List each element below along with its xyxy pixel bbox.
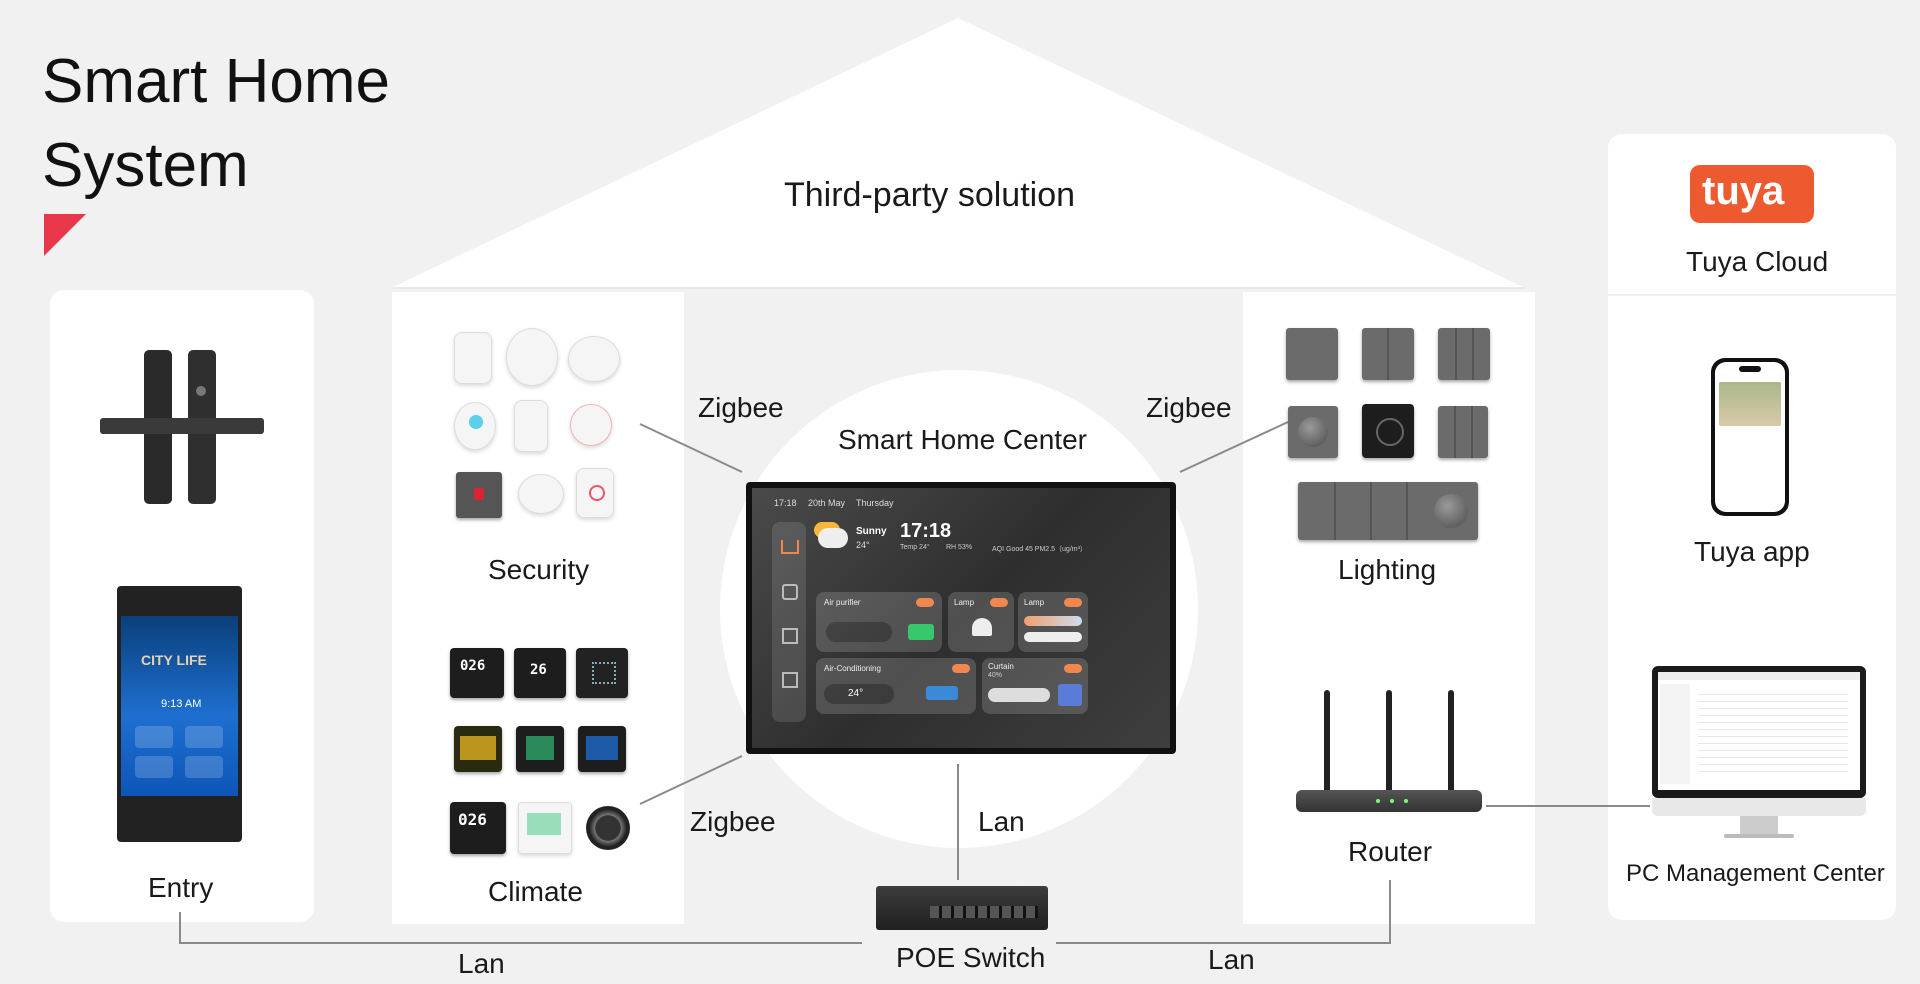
lan-entry-label: Lan [458, 948, 505, 979]
ac-temp: 24° [848, 688, 864, 699]
tuya-app-label: Tuya app [1694, 536, 1810, 567]
zigbee-lighting-label: Zigbee [1146, 392, 1232, 423]
temp-slider[interactable] [1024, 632, 1082, 642]
center-label: Smart Home Center [838, 424, 1087, 455]
toggle[interactable] [990, 598, 1008, 607]
entry-time: 9:13 AM [161, 698, 202, 710]
monitor-icon [1652, 666, 1866, 840]
room-icon[interactable] [782, 672, 798, 688]
lighting-router-card [1243, 292, 1535, 924]
page-title: Smart Home System [42, 40, 390, 208]
curtain-slider[interactable] [988, 688, 1050, 702]
fan-icon [826, 622, 892, 642]
toggle[interactable] [916, 598, 934, 607]
title-line-1: Smart Home [42, 47, 390, 116]
roof-label: Third-party solution [784, 176, 1076, 214]
tile-label: Lamp [954, 598, 975, 607]
sensor-icon [450, 328, 620, 528]
poe-switch-label: POE Switch [896, 942, 1046, 973]
scene-icon[interactable] [782, 584, 798, 600]
intercom-icon: CITY LIFE 9:13 AM [117, 586, 242, 842]
tile-label: Air purifier [824, 598, 861, 607]
home-icon[interactable] [781, 540, 799, 554]
climate-label: Climate [488, 876, 583, 907]
tile-lamp-2[interactable]: Lamp [1018, 592, 1088, 652]
lan-center-label: Lan [978, 806, 1025, 837]
panel-time-small: 17:18 [774, 498, 797, 508]
panel-weather: Sunny [856, 526, 887, 537]
lan-router-label: Lan [1208, 944, 1255, 975]
accent-triangle [44, 214, 86, 256]
panel-temp-detail: Temp 24° [900, 544, 930, 551]
panel-clock: 17:18 [900, 520, 952, 542]
toggle[interactable] [1064, 598, 1082, 607]
tile-curtain[interactable]: Curtain 40% [982, 658, 1088, 714]
security-label: Security [488, 554, 590, 585]
ac-stepper[interactable]: 24° [824, 684, 894, 704]
panel-sidebar [772, 522, 806, 722]
entry-brand: CITY LIFE [141, 652, 207, 668]
weather-icon [818, 528, 848, 548]
door-lock-icon [100, 346, 264, 506]
router-icon [1294, 686, 1484, 826]
tile-label: Air-Conditioning [824, 664, 881, 673]
device-icon[interactable] [782, 628, 798, 644]
pc-center-label: PC Management Center [1626, 860, 1885, 887]
lamp-icon [972, 618, 992, 636]
tile-label: Curtain [988, 662, 1014, 671]
curtain-icon [1058, 684, 1082, 706]
center-panel: 17:18 20th May Thursday Sunny 24° 17:18 … [746, 482, 1176, 754]
panel-weekday: Thursday [856, 498, 894, 508]
tile-air-purifier[interactable]: Air purifier [816, 592, 942, 652]
router-label: Router [1348, 836, 1433, 867]
tile-ac[interactable]: Air-Conditioning 24° [816, 658, 976, 714]
tuya-cloud-label: Tuya Cloud [1686, 246, 1829, 277]
panel-aqi: AQI Good 45 PM2.5（ug/m³） [992, 546, 1087, 553]
tuya-divider [1608, 294, 1896, 296]
ac-icon [926, 686, 958, 700]
toggle[interactable] [952, 664, 970, 673]
curtain-percent: 40% [988, 672, 1003, 679]
tile-lamp-1[interactable]: Lamp [948, 592, 1014, 652]
panel-date: 20th May [808, 498, 846, 508]
brightness-slider[interactable] [1024, 616, 1082, 626]
entry-label: Entry [148, 872, 214, 903]
tuya-logo-text: tuya [1702, 169, 1785, 213]
zigbee-security-label: Zigbee [698, 392, 784, 423]
thermostat-icon: 026 26 026 [450, 646, 630, 856]
zigbee-climate-label: Zigbee [690, 806, 776, 837]
purifier-icon [908, 624, 934, 640]
lighting-label: Lighting [1338, 554, 1437, 585]
panel-temp-now: 24° [856, 540, 870, 550]
panel-humidity: RH 53% [946, 544, 973, 551]
tuya-logo: tuya [1690, 165, 1814, 223]
switch-hub-icon [876, 886, 1048, 930]
toggle[interactable] [1064, 664, 1082, 673]
tile-label: Lamp [1024, 598, 1045, 607]
phone-icon [1711, 358, 1789, 516]
switch-icon [1282, 326, 1502, 546]
title-line-2: System [42, 131, 249, 200]
